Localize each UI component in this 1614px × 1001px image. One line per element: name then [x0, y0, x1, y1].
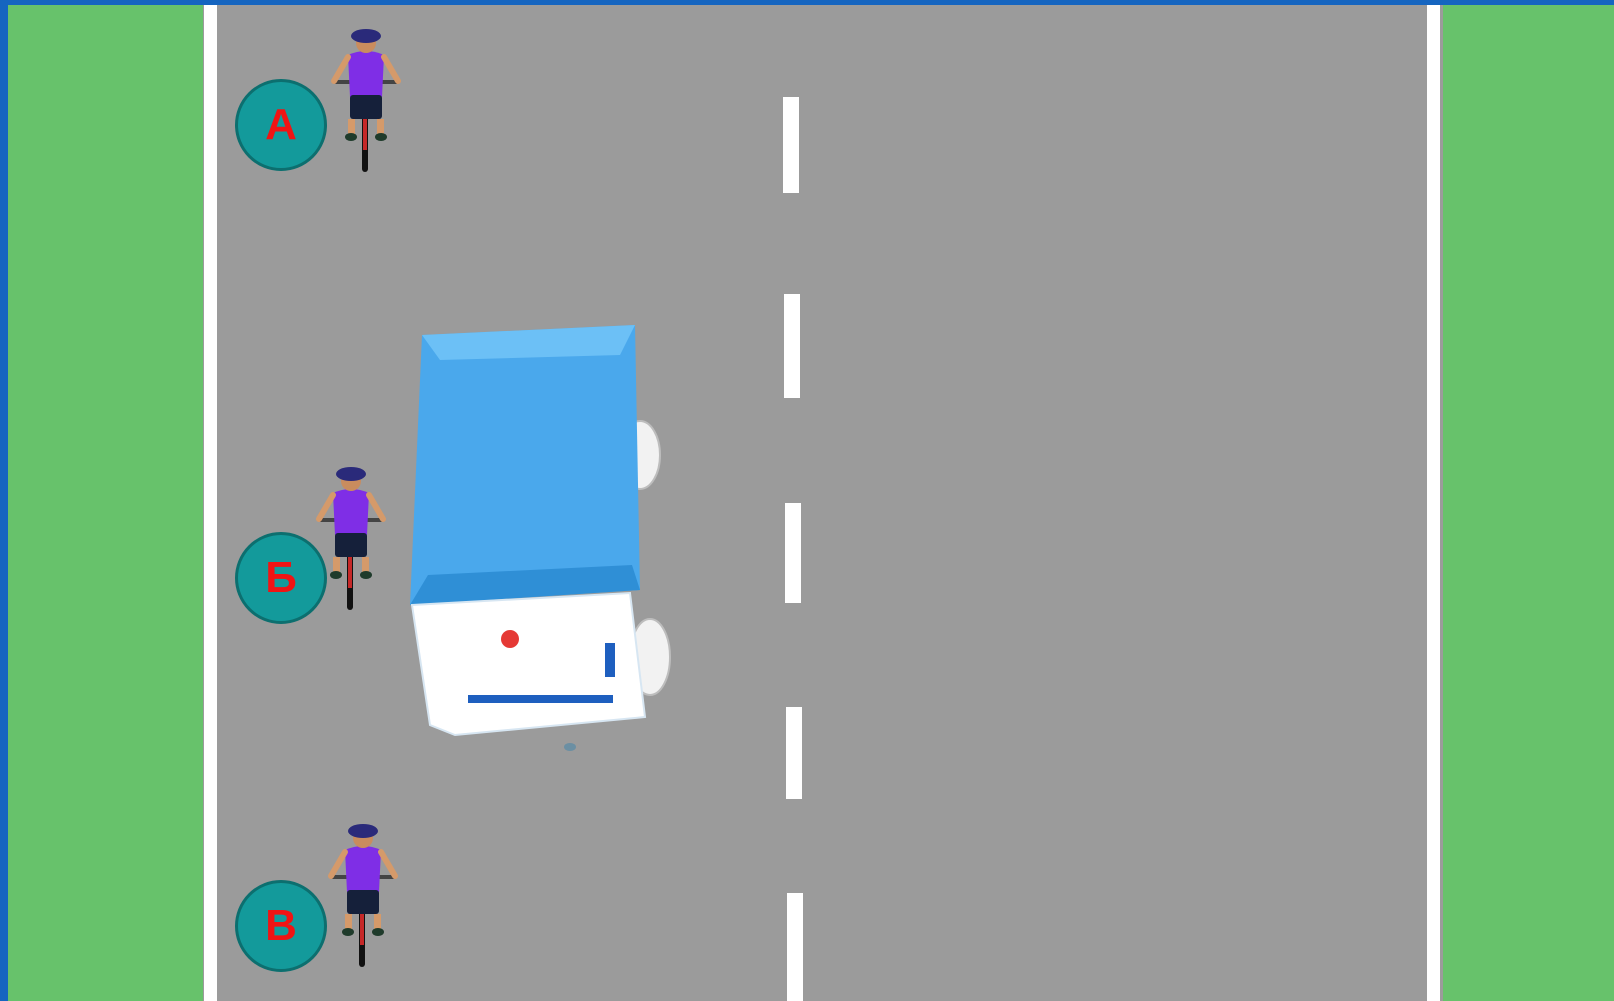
position-marker-a: А — [235, 79, 327, 171]
center-dash — [787, 893, 803, 1001]
center-dash — [783, 97, 799, 193]
road-edge-line-right — [1427, 5, 1440, 1001]
position-marker-v: В — [235, 880, 327, 972]
position-marker-b: Б — [235, 532, 327, 624]
truck-icon — [400, 325, 690, 755]
center-dash — [785, 503, 801, 603]
cyclist-icon — [317, 820, 409, 970]
center-dash — [786, 707, 802, 799]
center-dash — [784, 294, 800, 398]
cyclist-icon — [320, 25, 412, 175]
road-edge-line-left — [204, 5, 217, 1001]
grass-left — [8, 5, 203, 1001]
grass-right — [1443, 5, 1614, 1001]
